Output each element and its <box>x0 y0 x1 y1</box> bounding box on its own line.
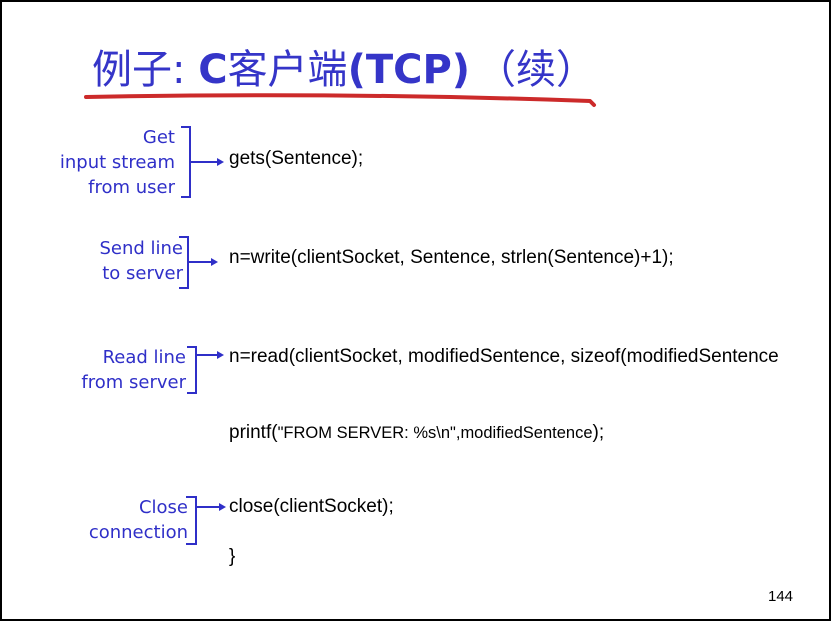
annotation-line: from server <box>81 372 186 393</box>
annotation-line: Read line <box>102 347 186 368</box>
annotation-send-line: Send line to server <box>99 236 183 286</box>
title-part-client: 客户端 <box>227 47 348 93</box>
title-underline <box>84 93 596 107</box>
code-closing-brace: } <box>229 546 236 567</box>
code-read: n=read(clientSocket, modifiedSentence, s… <box>229 346 779 367</box>
annotation-line: input stream <box>59 152 175 173</box>
code-printf-args: "FROM SERVER: %s\n",modifiedSentence <box>277 424 593 442</box>
slide-title: 例子: C客户端(TCP) <box>92 46 470 94</box>
bracket-read-line <box>187 346 197 394</box>
arrow-get-input <box>190 158 224 166</box>
annotation-line: Send line <box>99 238 183 259</box>
title-part-c: C <box>198 47 228 93</box>
arrow-close-connection <box>196 503 226 511</box>
code-printf-call: printf( <box>229 422 278 443</box>
code-printf: printf("FROM SERVER: %s\n",modifiedSente… <box>229 422 604 444</box>
annotation-line: Close <box>138 497 188 518</box>
bracket-get-input <box>181 126 191 198</box>
page-number: 144 <box>768 588 794 605</box>
annotation-line: connection <box>88 522 188 543</box>
annotation-get-input: Get input stream from user <box>60 125 175 200</box>
arrow-read-line <box>196 351 224 359</box>
code-write: n=write(clientSocket, Sentence, strlen(S… <box>229 247 674 268</box>
code-gets: gets(Sentence); <box>229 148 364 169</box>
annotation-close-connection: Close connection <box>89 495 188 545</box>
annotation-read-line: Read line from server <box>81 345 186 395</box>
title-continued: （续） <box>476 47 596 93</box>
title-part-tcp: (TCP) <box>347 47 471 93</box>
annotation-line: to server <box>102 263 183 284</box>
annotation-line: Get <box>142 127 175 148</box>
code-close: close(clientSocket); <box>229 496 394 517</box>
title-part-example: 例子: <box>92 47 199 93</box>
code-printf-end: ); <box>592 422 605 443</box>
annotation-line: from user <box>88 177 175 198</box>
arrow-send-line <box>188 258 218 266</box>
